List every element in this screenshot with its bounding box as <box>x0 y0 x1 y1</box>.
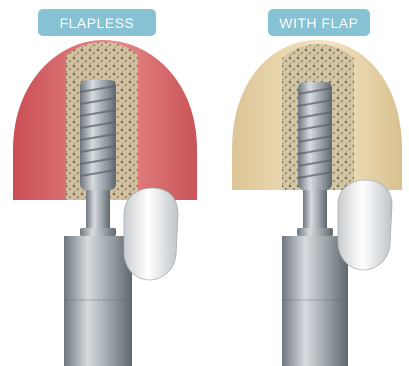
driver-collar <box>297 228 333 236</box>
flapless-panel <box>13 40 197 366</box>
adjacent-tooth <box>124 188 178 280</box>
driver-handle <box>282 236 348 366</box>
adjacent-tooth <box>338 180 392 270</box>
driver-collar <box>80 228 116 236</box>
driver-handle <box>64 236 132 366</box>
driver-shaft <box>303 190 327 230</box>
with-flap-panel <box>232 40 402 366</box>
implant-screw <box>298 82 332 190</box>
driver-shaft <box>86 190 110 230</box>
implant-screw <box>80 80 116 190</box>
